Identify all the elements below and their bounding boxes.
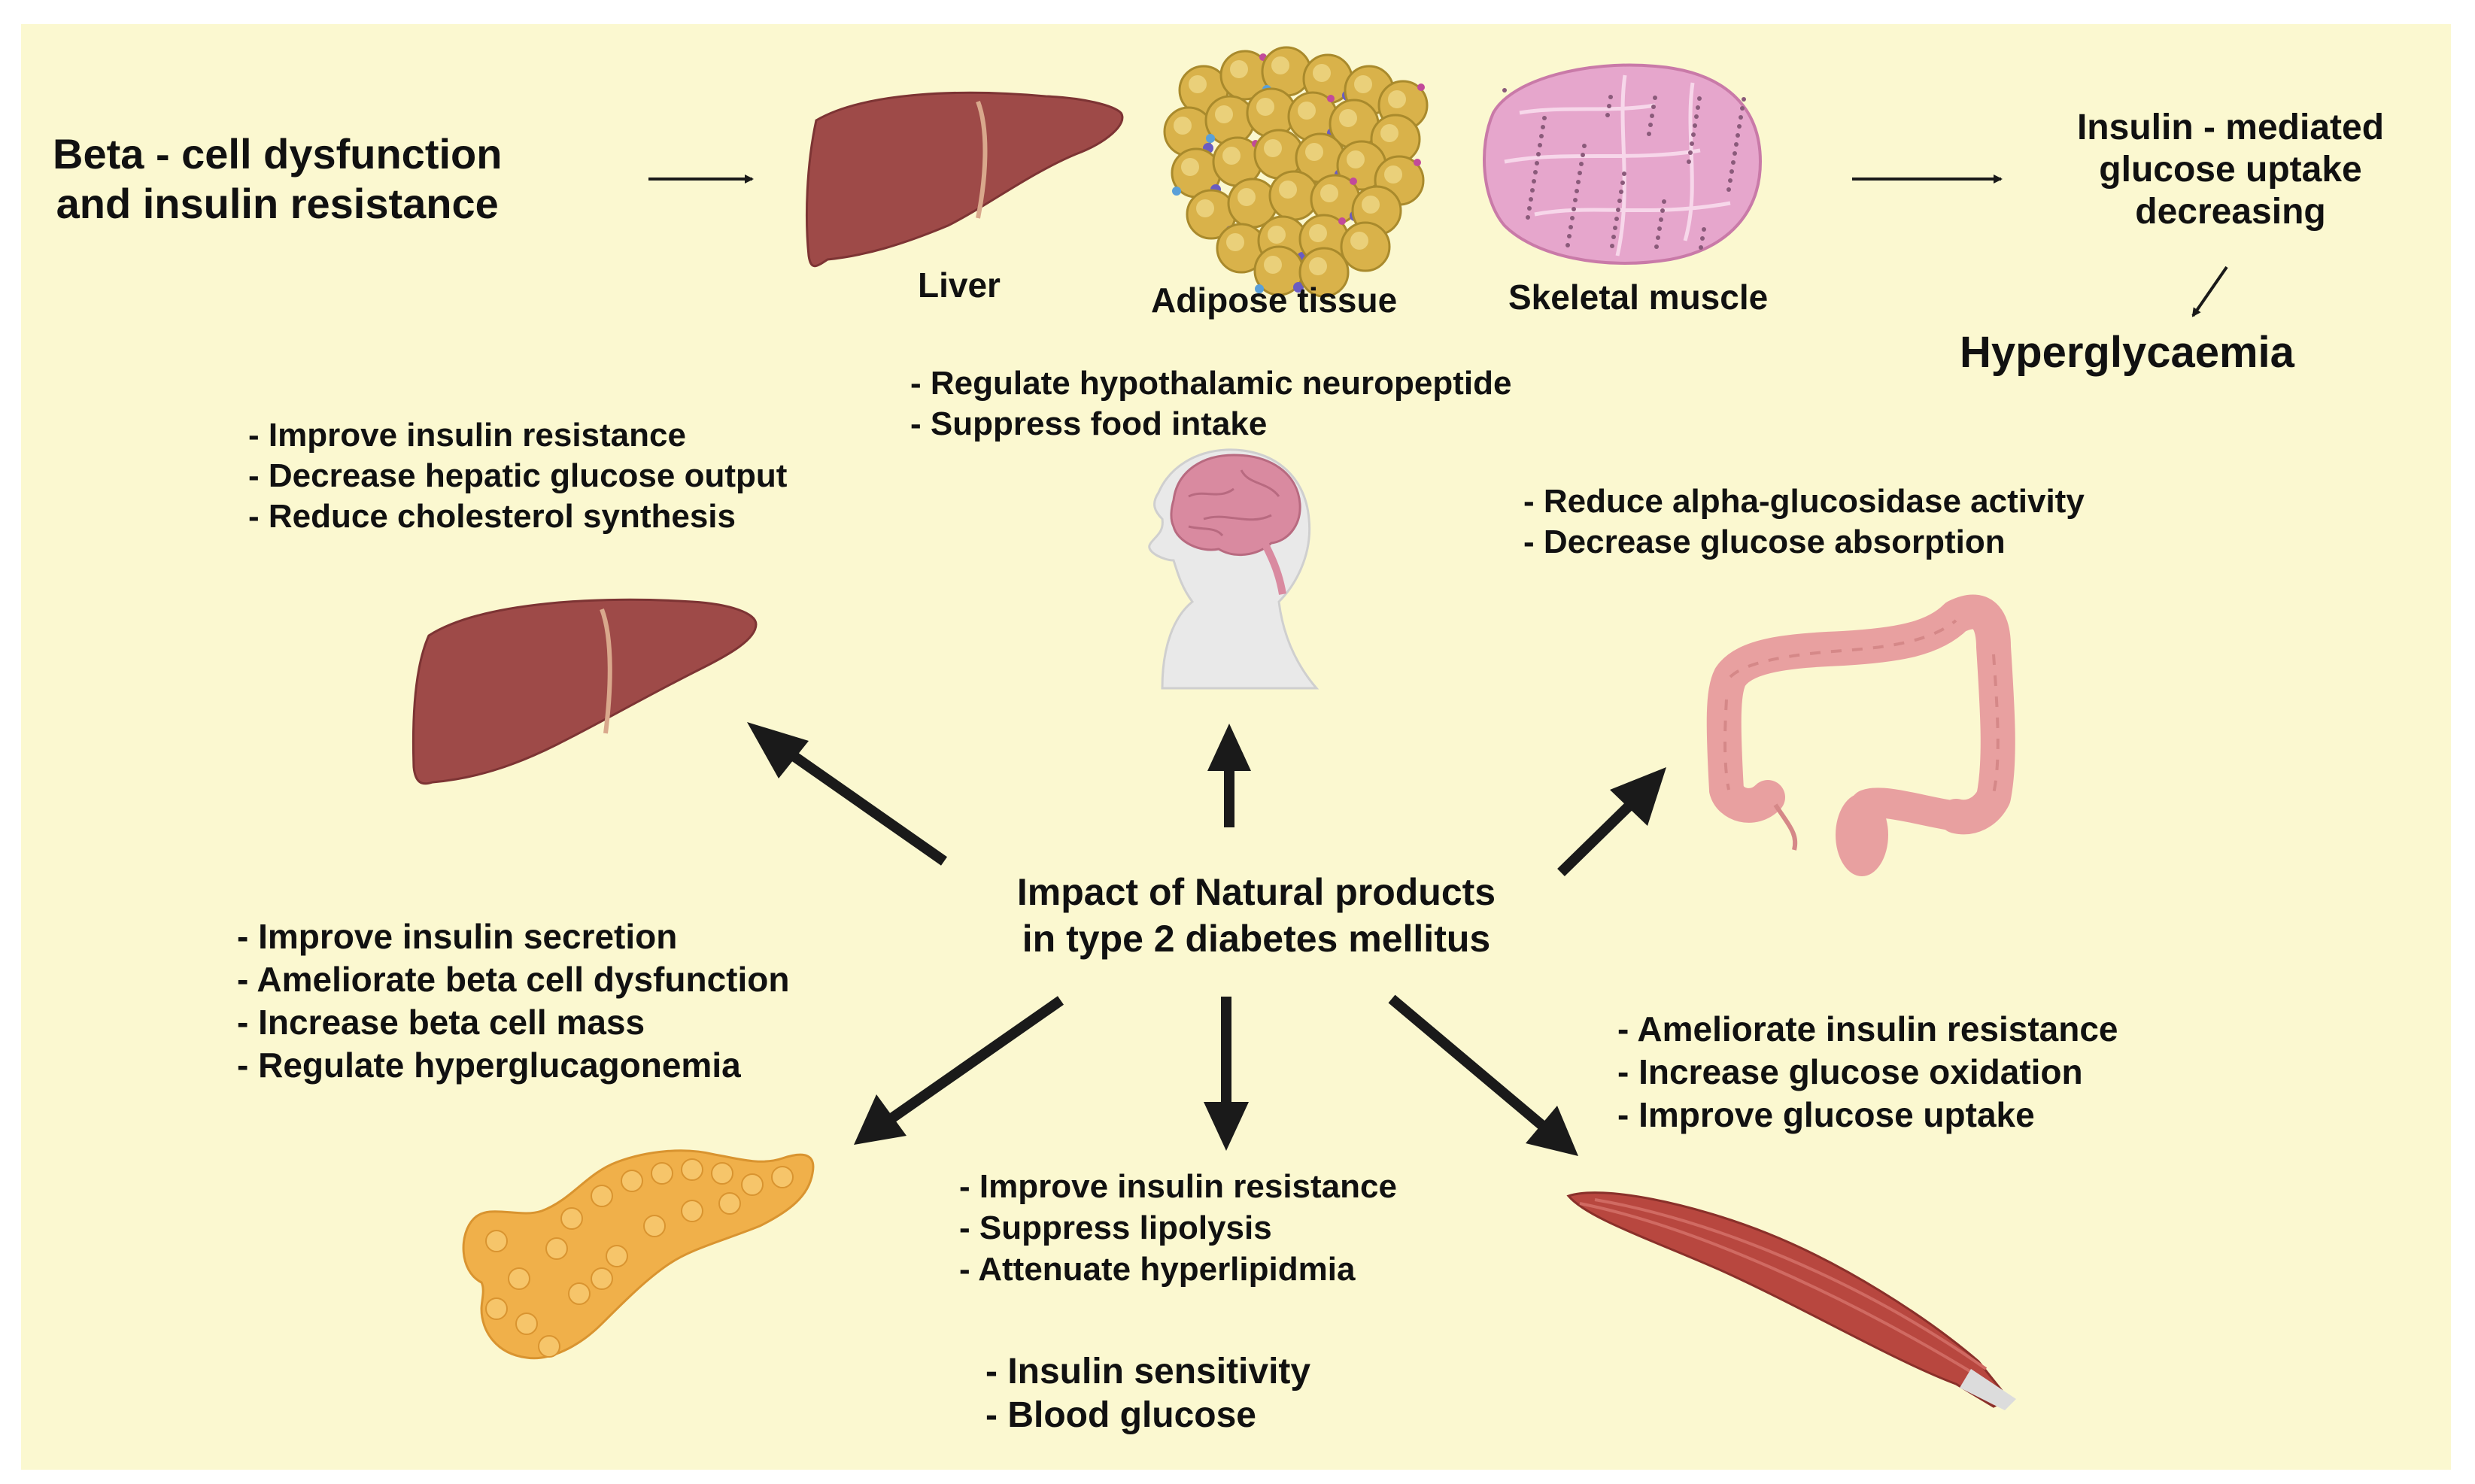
intestine-icon bbox=[1706, 594, 2015, 876]
center-title: Impact of Natural products in type 2 dia… bbox=[948, 869, 1565, 962]
brain-head-icon bbox=[1148, 448, 1319, 690]
adipose-effect-3: - Attenuate hyperlipidmia bbox=[959, 1251, 1356, 1288]
muscle-effects: - Ameliorate insulin resistance - Increa… bbox=[1617, 1008, 2118, 1137]
arrow-to-intestine bbox=[1557, 767, 1666, 877]
uptake-line-3: decreasing bbox=[2135, 192, 2326, 232]
adipose-effects: - Improve insulin resistance - Suppress … bbox=[959, 1166, 1397, 1290]
cause-line-2: and insulin resistance bbox=[56, 180, 499, 227]
uptake-label: Insulin - mediated glucose uptake decrea… bbox=[2046, 107, 2415, 233]
pancreas-effect-3: - Increase beta cell mass bbox=[237, 1003, 645, 1042]
intestine-effect-2: - Decrease glucose absorption bbox=[1523, 523, 2006, 560]
adipose-tissue-label: Adipose tissue bbox=[1151, 281, 1398, 320]
liver-effects: - Improve insulin resistance - Decrease … bbox=[248, 415, 787, 537]
outcome-effect-1: - Insulin sensitivity bbox=[985, 1352, 1311, 1391]
outcome-effect-2: - Blood glucose bbox=[985, 1395, 1256, 1435]
hyperglycaemia-label: Hyperglycaemia bbox=[1960, 328, 2294, 377]
muscle-effect-2: - Increase glucose oxidation bbox=[1617, 1052, 2083, 1091]
adipose-effect-2: - Suppress lipolysis bbox=[959, 1209, 1272, 1246]
brain-effect-1: - Regulate hypothalamic neuropeptide bbox=[910, 365, 1512, 402]
brain-effects: - Regulate hypothalamic neuropeptide - S… bbox=[910, 363, 1511, 445]
arrow-to-liver bbox=[747, 722, 948, 866]
pancreas-effect-4: - Regulate hyperglucagonemia bbox=[237, 1045, 741, 1085]
liver-effect-2: - Decrease hepatic glucose output bbox=[248, 457, 788, 494]
arrow-to-muscle bbox=[1388, 994, 1578, 1156]
center-title-line-1: Impact of Natural products bbox=[1016, 871, 1496, 913]
arrow-to-pancreas bbox=[854, 996, 1064, 1145]
pancreas-effects: - Improve insulin secretion - Ameliorate… bbox=[237, 915, 789, 1087]
muscle-effect-3: - Improve glucose uptake bbox=[1617, 1095, 2035, 1134]
uptake-line-1: Insulin - mediated bbox=[2076, 108, 2385, 147]
skeletal-muscle-icon bbox=[1483, 63, 1763, 265]
arrow-to-adipose-effects bbox=[1204, 997, 1249, 1151]
liver-icon bbox=[806, 91, 1124, 268]
arrow-uptake-to-hyperglycaemia bbox=[2191, 266, 2228, 317]
uptake-line-2: glucose uptake bbox=[2099, 150, 2362, 190]
muscle-effect-1: - Ameliorate insulin resistance bbox=[1617, 1009, 2118, 1049]
intestine-effect-1: - Reduce alpha-glucosidase activity bbox=[1523, 483, 2085, 520]
liver-effect-3: - Reduce cholesterol synthesis bbox=[248, 498, 736, 535]
liver-icon bbox=[411, 598, 758, 785]
arrow-to-brain bbox=[1207, 724, 1251, 827]
cause-line-1: Beta - cell dysfunction bbox=[53, 130, 503, 178]
brain-effect-2: - Suppress food intake bbox=[910, 405, 1268, 442]
cause-label: Beta - cell dysfunction and insulin resi… bbox=[53, 129, 502, 229]
adipose-effect-1: - Improve insulin resistance bbox=[959, 1168, 1397, 1205]
muscle-fiber-icon bbox=[1566, 1191, 2016, 1410]
pancreas-icon bbox=[462, 1149, 815, 1360]
pancreas-effect-2: - Ameliorate beta cell dysfunction bbox=[237, 960, 790, 999]
liver-label: Liver bbox=[918, 266, 1001, 305]
adipose-tissue-icon bbox=[1163, 46, 1429, 298]
pancreas-effect-1: - Improve insulin secretion bbox=[237, 917, 678, 956]
outcome-effects: - Insulin sensitivity - Blood glucose bbox=[985, 1350, 1310, 1437]
skeletal-muscle-label: Skeletal muscle bbox=[1508, 278, 1769, 317]
center-title-line-2: in type 2 diabetes mellitus bbox=[1022, 918, 1491, 960]
intestine-effects: - Reduce alpha-glucosidase activity - De… bbox=[1523, 481, 2085, 563]
liver-effect-1: - Improve insulin resistance bbox=[248, 417, 686, 454]
